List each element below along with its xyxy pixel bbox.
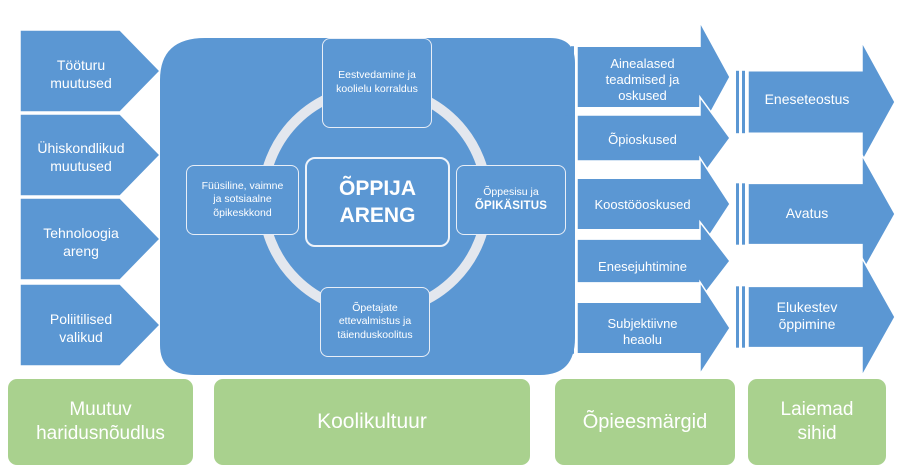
outcome-arrow-shape (576, 94, 731, 182)
aim-arrow-2 (736, 152, 896, 276)
outcome-arrow-tail-bar (565, 178, 568, 230)
outcome-arrow-tail-bar (565, 239, 568, 283)
input-arrow-2 (19, 113, 162, 197)
outcome-arrow-tail-bar (571, 302, 574, 354)
input-arrow-3 (19, 197, 162, 281)
outcome-arrow-shape (576, 21, 731, 133)
input-label-policy: Poliitilised valikud (49, 311, 113, 345)
aim-arrow-shape (747, 152, 896, 276)
outcome-arrow-tail-bar (571, 239, 574, 283)
core-node-leadership-text: Eestvedamine ja koolielu korraldus (336, 69, 418, 95)
aim-arrow-shape (747, 41, 896, 163)
outcome-arrow-tail-bar (565, 302, 568, 354)
band-school-culture: Koolikultuur (214, 379, 530, 465)
input-arrow-shape (19, 197, 162, 281)
outcome-arrow-tail-bar (571, 46, 574, 108)
core-node-curriculum-line1: Õppesisu ja (483, 185, 539, 198)
input-arrow-4 (19, 283, 162, 367)
core-node-environment: Füüsiline, vaimne ja sotsiaalne õpikeskk… (186, 165, 299, 235)
band-broader-aims: Laiemad sihid (748, 379, 886, 465)
band-education-demand: Muutuv haridusnõudlus (8, 379, 193, 465)
aim-arrow-tail-bar (736, 286, 739, 348)
aim-arrow-1 (736, 41, 896, 163)
input-label-society: Ühiskondlikud muutused (37, 140, 125, 174)
core-node-leadership: Eestvedamine ja koolielu korraldus (322, 38, 432, 128)
outcome-arrow-5 (565, 279, 731, 377)
outcome-label-wellbeing: Subjektiivne heaolu (607, 315, 678, 347)
aim-label-lifelong-learning: Elukestev õppimine (776, 298, 838, 333)
aim-arrow-3 (736, 255, 896, 379)
aim-label-openness: Avatus (785, 205, 829, 222)
outcome-label-self-management: Enesejuhtimine (598, 258, 687, 274)
outcome-arrow-tail-bar (565, 115, 568, 161)
outcome-arrow-shape (576, 219, 731, 303)
band-learning-goals: Õpieesmärgid (555, 379, 735, 465)
aim-arrow-tail-bar (742, 286, 745, 348)
outcome-label-subject-knowledge: Ainealased teadmised ja oskused (605, 55, 680, 104)
outcome-arrow-shape (576, 279, 731, 377)
core-node-curriculum-line2: ÕPIKÄSITUS (474, 200, 548, 213)
input-arrow-shape (19, 283, 162, 367)
core-node-environment-text: Füüsiline, vaimne ja sotsiaalne õpikeskk… (201, 179, 284, 219)
outcome-arrow-1 (565, 21, 731, 133)
outcome-arrow-4 (565, 219, 731, 303)
outcome-label-cooperation: Koostööoskused (594, 196, 691, 212)
aim-arrow-tail-bar (742, 70, 745, 134)
outcome-arrow-tail-bar (571, 115, 574, 161)
aim-label-self-realisation: Eneseteostus (764, 91, 850, 108)
input-label-labour-market: Tööturu muutused (50, 57, 112, 91)
outcome-arrow-tail-bar (565, 46, 568, 108)
core-center-line2: ARENG (339, 204, 416, 227)
core-node-curriculum: Õppesisu ja ÕPIKÄSITUS (456, 165, 566, 235)
outcome-arrow-3 (565, 155, 731, 253)
input-arrow-shape (19, 29, 162, 113)
aim-arrow-tail-bar (736, 183, 739, 245)
outcome-arrow-tail-bar (571, 178, 574, 230)
outcome-label-learning-skills: Õpioskused (608, 131, 677, 147)
input-arrow-shape (19, 113, 162, 197)
input-label-technology: Tehnoloogia areng (43, 225, 119, 259)
core-node-teachers-text: Õpetajate ettevalmistus ja täienduskooli… (337, 301, 413, 341)
core-center-line1: ÕPPIJA (338, 176, 417, 200)
input-arrow-1 (19, 29, 162, 113)
core-node-teachers: Õpetajate ettevalmistus ja täienduskooli… (320, 287, 430, 357)
aim-arrow-shape (747, 255, 896, 379)
aim-arrow-tail-bar (736, 70, 739, 134)
outcome-arrow-2 (565, 94, 731, 182)
aim-arrow-tail-bar (742, 183, 745, 245)
core-center-learner-development: ÕPPIJA ARENG (305, 157, 450, 247)
outcome-arrow-shape (576, 155, 731, 253)
